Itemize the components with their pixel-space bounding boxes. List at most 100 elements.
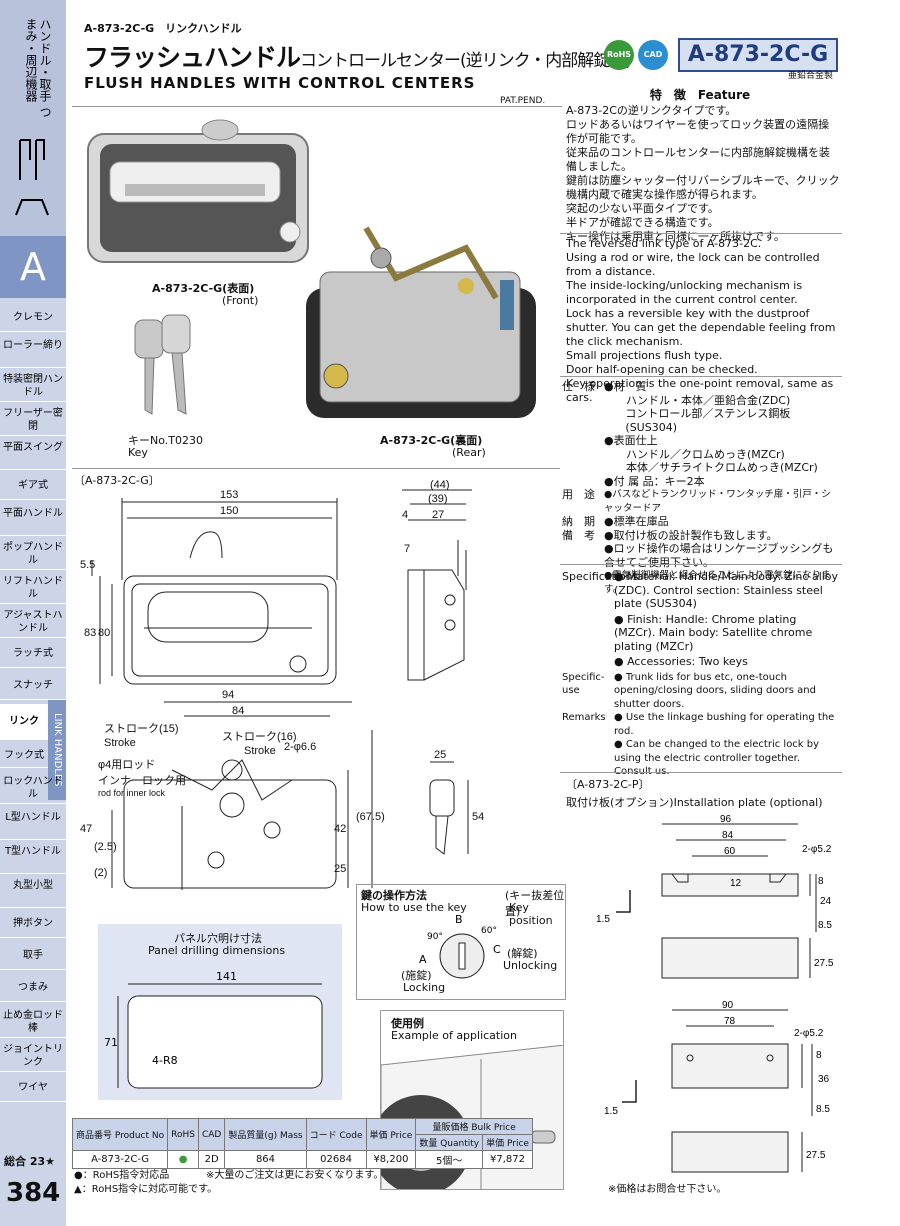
th-qty: 数量 Quantity — [415, 1134, 484, 1151]
spec-key: 仕 様 — [562, 380, 595, 393]
feature-list-ja: A-873-2Cの逆リンクタイプです。 ロッドあるいはワイヤーを使ってロック装置… — [566, 104, 840, 244]
dim-80: 80 — [98, 627, 110, 639]
cad-badge[interactable]: CAD — [638, 40, 668, 70]
sidebar-item[interactable]: 平面スイング — [0, 438, 66, 470]
spec-key — [562, 613, 614, 654]
spec-value: ●付 属 品：キー2本 — [604, 474, 705, 488]
sidebar-item[interactable]: ギア式 — [0, 472, 66, 500]
cell-qty: 5個～ — [415, 1150, 484, 1169]
front-label-en: (Front) — [222, 294, 259, 307]
th-product: 商品番号 Product No — [71, 1118, 169, 1151]
dim-83: 83 — [84, 627, 96, 639]
plate-dim-1-5b: 1.5 — [604, 1106, 618, 1117]
cell-product: A-873-2C-G — [71, 1150, 169, 1169]
sidebar-item[interactable]: アジャストハンドル — [0, 606, 66, 638]
th-bulk: 量販価格 Bulk Price — [415, 1118, 533, 1135]
sidebar-item[interactable]: T型ハンドル — [0, 842, 66, 874]
hole-label: 2-φ6.6 — [284, 741, 316, 753]
feature-item-en: Small projections flush type. — [566, 349, 723, 362]
spec-value: ●取付け板の設計製作も致します。 — [604, 528, 778, 542]
spec-list-ja: 仕 様●材 質 ハンドル・本体／亜鉛合金(ZDC) コントロール部／ステンレス鋼… — [562, 380, 840, 596]
plate-dim-96: 96 — [720, 814, 732, 825]
r8-label: 4-R8 — [152, 1054, 178, 1067]
spec-key: 備 考 — [562, 528, 595, 542]
dial-b: B — [455, 913, 463, 926]
spec-key — [562, 394, 626, 408]
sidebar-item[interactable]: クレモン — [0, 304, 66, 332]
sidebar-item[interactable]: フック式 — [0, 744, 48, 768]
sidebar-item[interactable]: ポップハンドル — [0, 538, 66, 570]
plate-dim-78: 78 — [724, 1016, 736, 1027]
key-label: キーNo.T0230 — [128, 434, 203, 447]
spec-key: 用 途 — [562, 488, 595, 501]
sidebar-item[interactable]: ラッチ式 — [0, 640, 66, 668]
sidebar-item-active[interactable]: リンク — [0, 704, 48, 740]
plate-dim-8: 8 — [818, 876, 824, 887]
sidebar-item[interactable]: 平面ハンドル — [0, 504, 66, 536]
unlock-label-en: Unlocking — [503, 959, 558, 972]
sidebar-item[interactable]: 取手 — [0, 942, 66, 970]
footnote-rohs-possible: ▲：RoHS指令に対応可能です。 — [74, 1184, 218, 1195]
plate-dim-36: 36 — [818, 1074, 830, 1085]
dim-39: (39) — [428, 493, 448, 505]
dim-2-5: (2.5) — [94, 841, 117, 853]
plate-dim-90: 90 — [722, 1000, 734, 1011]
feature-item-en: The reversed link type of A-873-2C. — [566, 237, 762, 250]
front-label: A-873-2C-G(表面) — [152, 282, 255, 295]
footnote-rohs: ●：RoHS指令対応品 — [74, 1170, 170, 1181]
drawing-title: 〔A-873-2C-G〕 — [74, 474, 160, 487]
sidebar-item[interactable]: ワイヤ — [0, 1074, 66, 1102]
sidebar-item[interactable]: 押ボタン — [0, 910, 66, 938]
spec-value: ●ロッド操作の場合はリンケージブッシングも合せてご使用下さい。 — [604, 542, 834, 569]
plate-dim-1-5: 1.5 — [596, 914, 610, 925]
sidebar-item[interactable]: L型ハンドル — [0, 808, 66, 840]
plate-dim-27-5b: 27.5 — [806, 1150, 826, 1161]
dial-a: A — [419, 953, 427, 966]
sidebar-item[interactable]: つまみ — [0, 974, 66, 1002]
sidebar-item[interactable]: ローラー締り — [0, 336, 66, 368]
page-title: フラッシュハンドルコントロールセンター(逆リンク・内部解錠型) — [84, 38, 632, 74]
sidebar-item[interactable]: 止め金ロッド棒 — [0, 1006, 66, 1038]
cell-cad[interactable]: 2D — [197, 1150, 226, 1169]
cell-bulk: ¥7,872 — [482, 1150, 533, 1169]
sidebar-item[interactable]: リフトハンドル — [0, 572, 66, 604]
dim-94: 94 — [222, 689, 234, 701]
stroke15-label: ストローク(15) — [104, 722, 179, 735]
key-dim-25: 25 — [434, 749, 446, 761]
th-cad: CAD — [197, 1118, 226, 1151]
sidebar-item[interactable]: 特装密閉ハンドル — [0, 370, 66, 402]
th-code: コード Code — [305, 1118, 367, 1151]
cell-mass: 864 — [224, 1150, 307, 1169]
sidebar-item[interactable]: ジョイントリンク — [0, 1040, 66, 1072]
rear-label: A-873-2C-G(裏面) — [380, 434, 483, 447]
spec-value: ● Use the linkage bushing for operating … — [614, 712, 835, 737]
spec-key: Specifications — [562, 570, 639, 583]
rohs-badge: RoHS — [604, 40, 634, 70]
key-dim-54: 54 — [472, 811, 484, 823]
key-pos-label-en: Key position — [509, 901, 553, 927]
spec-value: ● Trunk lids for bus etc, one-touch open… — [614, 671, 816, 710]
sidebar-item[interactable]: 丸型小型 — [0, 876, 66, 908]
lock-label: (施錠) — [401, 969, 432, 982]
price-note: ※価格はお問合せ下さい。 — [608, 1184, 727, 1195]
plate-drawing: 96 84 60 12 2-φ5.2 8 24 1.5 8.5 27.5 90 … — [596, 814, 834, 1173]
dim-153: 153 — [220, 489, 238, 501]
product-table: 商品番号 Product No RoHS CAD 製品質量(g) Mass コー… — [71, 1118, 533, 1169]
plate-dim-8b: 8 — [816, 1050, 822, 1061]
dial-90: 90° — [427, 932, 443, 942]
feature-list-en: The reversed link type of A-873-2C. Usin… — [566, 237, 840, 405]
rod-label: φ4用ロッド — [98, 759, 155, 771]
dim-5-5: 5.5 — [80, 559, 95, 571]
th-bulk-price: 単価 Price — [482, 1134, 533, 1151]
rear-label-en: (Rear) — [452, 446, 486, 459]
spec-key — [562, 475, 604, 489]
dim-84: 84 — [232, 705, 244, 717]
sidebar-item[interactable]: ロックハンドル — [0, 772, 66, 804]
spec-value: ●標準在庫品 — [604, 515, 669, 528]
feature-item-en: Lock has a reversible key with the dustp… — [566, 307, 836, 348]
sidebar-item[interactable]: フリーザー密閉 — [0, 404, 66, 436]
sidebar-category: ハンドル・取手 つまみ・周辺機器 — [0, 0, 66, 236]
sidebar-item[interactable]: スナッチ — [0, 672, 66, 700]
spec-key — [562, 655, 614, 669]
usage-label: 使用例 — [391, 1017, 424, 1030]
